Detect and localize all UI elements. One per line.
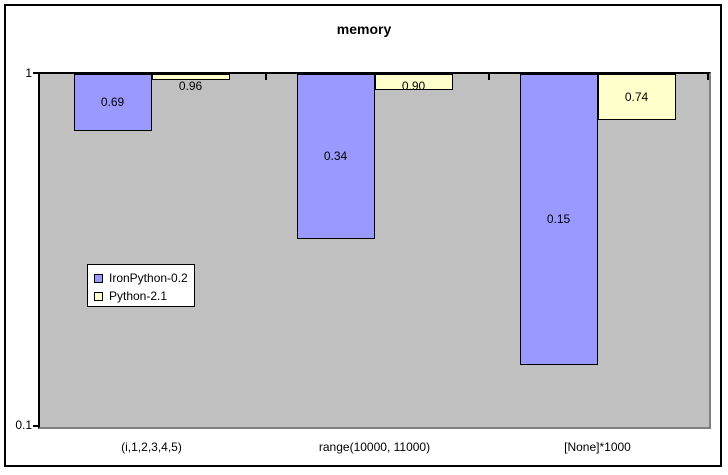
category-label-tuple: (i,1,2,3,4,5) — [121, 440, 182, 454]
chart-border — [4, 4, 722, 467]
legend-swatch-ironpython-icon — [94, 273, 103, 283]
category-label-none-list: [None]*1000 — [564, 440, 631, 454]
bar-python-2-1-cat1 — [374, 74, 453, 91]
bar-python-2-1-cat2 — [597, 74, 676, 121]
legend-label-ironpython: IronPython-0.2 — [109, 271, 188, 285]
legend-swatch-python-icon — [94, 291, 103, 301]
y-axis-tick-1 — [33, 72, 40, 74]
category-label-range: range(10000, 11000) — [318, 440, 431, 454]
x-axis-tick-boundary-2 — [488, 74, 490, 80]
legend-item-python: Python-2.1 — [94, 287, 194, 305]
x-axis-tick-boundary-3 — [707, 74, 709, 80]
bar-value-label: 0.74 — [624, 89, 649, 104]
y-axis-label-0-1: 0.1 — [15, 418, 32, 432]
legend: IronPython-0.2 Python-2.1 — [87, 264, 195, 307]
x-axis-tick-boundary-1 — [265, 74, 267, 80]
bar-python-2-1-cat0 — [151, 74, 230, 81]
y-axis-tick-0-1 — [33, 425, 40, 427]
bar-ironpython-0-2-cat2 — [519, 74, 598, 365]
bar-ironpython-0-2-cat1 — [296, 74, 375, 240]
bar-ironpython-0-2-cat0 — [73, 74, 152, 131]
y-axis-label-1: 1 — [25, 66, 32, 80]
bar-value-label: 0.96 — [178, 78, 203, 93]
bar-value-label: 0.15 — [546, 211, 571, 226]
plot-area — [38, 72, 711, 429]
bar-value-label: 0.90 — [401, 78, 426, 93]
legend-label-python: Python-2.1 — [109, 289, 168, 303]
chart-title: memory — [336, 21, 392, 37]
bar-value-label: 0.69 — [100, 94, 125, 109]
bar-value-label: 0.34 — [323, 149, 348, 164]
legend-item-ironpython: IronPython-0.2 — [94, 269, 194, 287]
